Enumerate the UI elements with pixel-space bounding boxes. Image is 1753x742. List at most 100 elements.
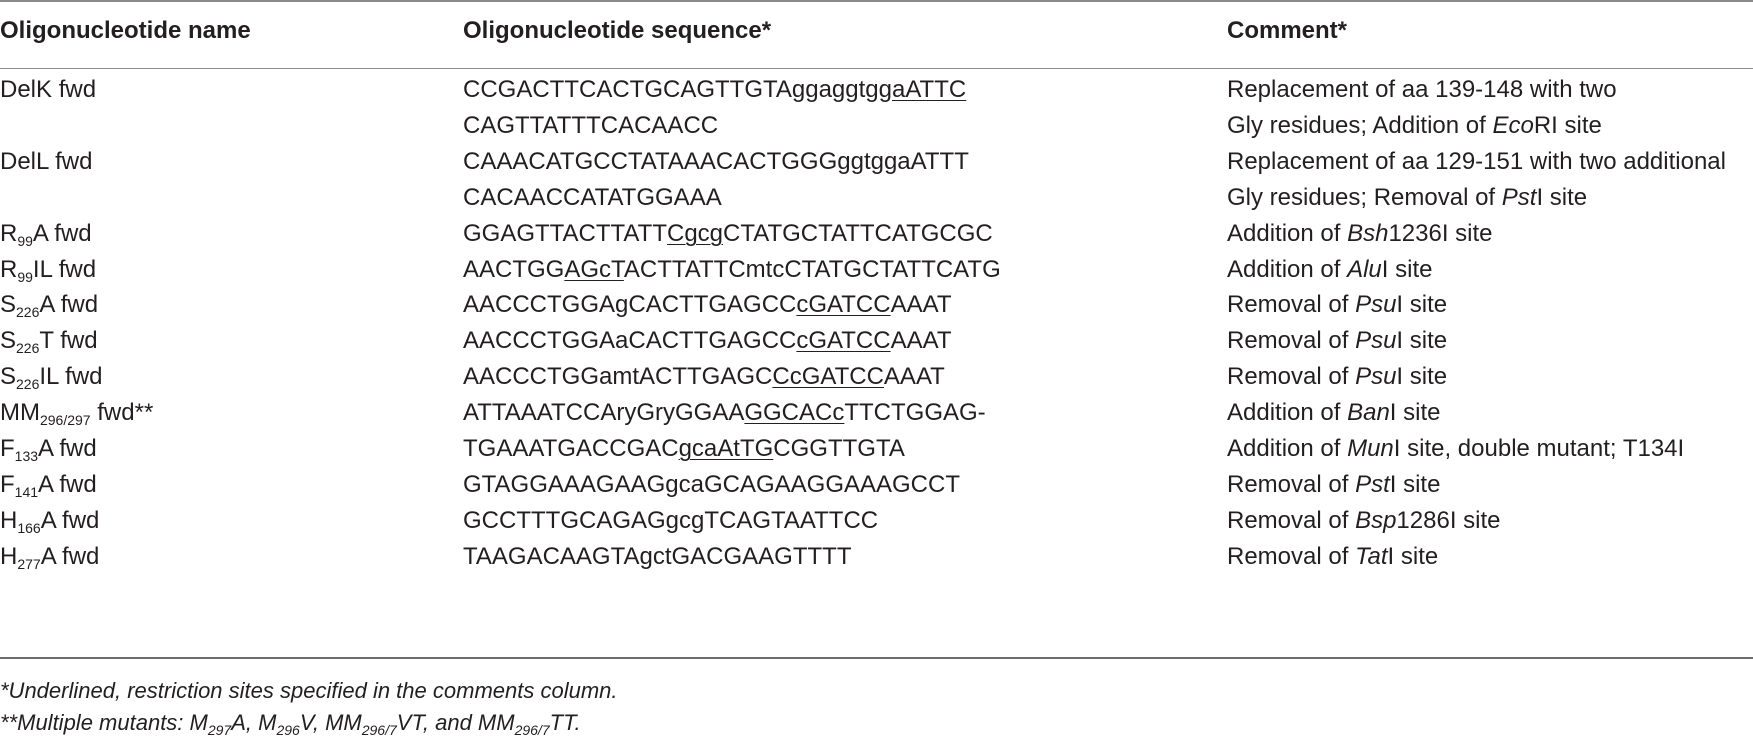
cell-comment: Addition of AluI site — [1227, 250, 1432, 290]
text-segment: TGAAATGACCGAC — [463, 435, 679, 462]
text-segment: TAAGACAAGTAgctGACGAAGTTTT — [463, 542, 852, 570]
enzyme-name-italic: Pst — [1355, 470, 1390, 498]
text-segment: R — [0, 255, 18, 283]
text-segment: Addition of — [1227, 255, 1348, 283]
subscript-text: 226 — [16, 340, 40, 357]
text-segment: IL fwd — [32, 255, 97, 283]
subscript-text: 226 — [16, 304, 40, 321]
cell-oligonucleotide-sequence: CACAACCATATGGAAA — [463, 178, 722, 218]
enzyme-name-italic: Bsp — [1355, 506, 1397, 534]
subscript-text: 141 — [14, 483, 39, 500]
restriction-site-underline: cGATCC — [796, 291, 891, 319]
text-segment: GTAGGAAAGAAGgcaGCAGAAGGAAAGCCT — [463, 470, 961, 498]
text-segment: I site — [1387, 542, 1439, 570]
restriction-site-underline: Cgcg — [666, 219, 724, 247]
text-segment: Addition of — [1227, 219, 1348, 247]
subscript-text: 296 — [276, 722, 300, 738]
cell-comment: Addition of Bsh1236I site — [1227, 214, 1493, 254]
cell-comment: Gly residues; Addition of EcoRI site — [1227, 106, 1602, 146]
text-segment: Addition of — [1227, 435, 1348, 462]
text-segment: VT, and MM — [396, 710, 515, 735]
text-segment: I site — [1396, 363, 1448, 391]
restriction-site-underline: gcaAtTG — [678, 435, 774, 462]
text-segment: A, M — [231, 710, 277, 735]
subscript-text: 296/7 — [361, 722, 397, 738]
subscript-text: 166 — [17, 519, 41, 536]
enzyme-name-italic: Bsh — [1347, 219, 1389, 247]
enzyme-name-italic: Tat — [1355, 542, 1388, 570]
enzyme-name-italic: Ban — [1347, 399, 1390, 427]
text-segment: Removal of — [1227, 327, 1356, 355]
cell-oligonucleotide-name: F141A fwd — [0, 465, 97, 505]
text-segment: ACTTATTCmtcCTATGCTATTCATG — [623, 255, 1001, 283]
cell-oligonucleotide-sequence: ATTAAATCCAryGryGGAAGGCACcTTCTGGAG- — [463, 393, 986, 433]
cell-oligonucleotide-name: H277A fwd — [0, 537, 99, 577]
text-segment: AACCCTGGAaCACTTGAGCC — [463, 327, 797, 355]
restriction-site-underline: GGCACc — [744, 399, 845, 427]
header-oligonucleotide-name: Oligonucleotide name — [0, 17, 251, 44]
text-segment: Removal of — [1227, 470, 1356, 498]
text-segment: fwd** — [90, 399, 154, 427]
table-row: S226T fwd AACCCTGGAaCACTTGAGCCcGATCCAAAT R… — [0, 321, 1753, 361]
text-segment: Gly residues; Removal of — [1227, 183, 1502, 211]
text-segment: I site — [1389, 470, 1441, 498]
cell-oligonucleotide-sequence: CAAACATGCCTATAAACACTGGGggtggaATTT — [463, 142, 969, 182]
subscript-text: 296/297 — [39, 412, 91, 429]
cell-oligonucleotide-name: DelK fwd — [0, 70, 96, 110]
text-segment: H — [0, 542, 18, 570]
restriction-site-underline: AGcT — [564, 255, 624, 283]
cell-oligonucleotide-sequence: AACCCTGGAgCACTTGAGCCcGATCCAAAT — [463, 285, 952, 325]
text-segment: F — [0, 435, 15, 462]
text-segment: A fwd — [38, 435, 97, 462]
text-segment: CAGTTATTTCACAACC — [463, 111, 719, 139]
cell-oligonucleotide-sequence: TAAGACAAGTAgctGACGAAGTTTT — [463, 537, 852, 577]
text-segment: I site — [1389, 399, 1441, 427]
table-row: CACAACCATATGGAAA Gly residues; Removal of… — [0, 178, 1753, 218]
text-segment: H — [0, 506, 18, 534]
text-segment: AAAT — [883, 363, 945, 391]
subscript-text: 296/7 — [514, 722, 550, 738]
subscript-text: 297 — [207, 722, 232, 738]
text-segment: *Underlined, restriction sites specified… — [0, 678, 618, 703]
text-segment: CACAACCATATGGAAA — [463, 183, 722, 211]
text-segment: S — [0, 363, 17, 391]
text-segment: I site — [1536, 183, 1588, 211]
subscript-text: 99 — [17, 232, 33, 249]
subscript-text: 133 — [14, 448, 39, 464]
text-segment: Addition of — [1227, 399, 1348, 427]
cell-comment: Removal of PsuI site — [1227, 357, 1447, 397]
header-oligonucleotide-sequence: Oligonucleotide sequence* — [463, 17, 772, 44]
cell-oligonucleotide-name: H166A fwd — [0, 501, 99, 541]
text-segment: IL fwd — [39, 363, 103, 391]
restriction-site-underline: CcGATCC — [772, 363, 884, 391]
cell-oligonucleotide-name: MM296/297 fwd** — [0, 393, 153, 433]
cell-comment: Addition of MunI site, double mutant; T1… — [1227, 429, 1684, 469]
cell-oligonucleotide-sequence: AACCCTGGAaCACTTGAGCCcGATCCAAAT — [463, 321, 952, 361]
cell-oligonucleotide-name: S226T fwd — [0, 321, 98, 361]
text-segment: CAAACATGCCTATAAACACTGGGggtggaATTT — [463, 147, 969, 175]
cell-oligonucleotide-name: F133A fwd — [0, 429, 97, 469]
text-segment: T fwd — [39, 327, 98, 355]
text-segment: A fwd — [38, 470, 97, 498]
text-segment: AACTGG — [463, 255, 565, 283]
text-segment: AACCCTGGamtACTTGAGC — [463, 363, 773, 391]
text-segment: Replacement of aa 139-148 with two — [1227, 76, 1617, 103]
text-segment: Removal of — [1227, 291, 1356, 319]
enzyme-name-italic: Alu — [1347, 255, 1382, 283]
text-segment: GCCTTTGCAGAGgcgTCAGTAATTCC — [463, 506, 879, 534]
cell-comment: Removal of Bsp1286I site — [1227, 501, 1501, 541]
cell-oligonucleotide-name: R99A fwd — [0, 214, 92, 254]
text-segment: I site — [1381, 255, 1433, 283]
header-rule — [0, 68, 1753, 69]
subscript-text: 277 — [17, 555, 41, 572]
text-segment: AACCCTGGAgCACTTGAGCC — [463, 291, 797, 319]
enzyme-name-italic: Mun — [1347, 435, 1394, 462]
text-segment: Replacement of aa 129-151 with two addit… — [1227, 147, 1726, 175]
text-segment: TT. — [549, 710, 581, 735]
text-segment: I site — [1396, 327, 1448, 355]
